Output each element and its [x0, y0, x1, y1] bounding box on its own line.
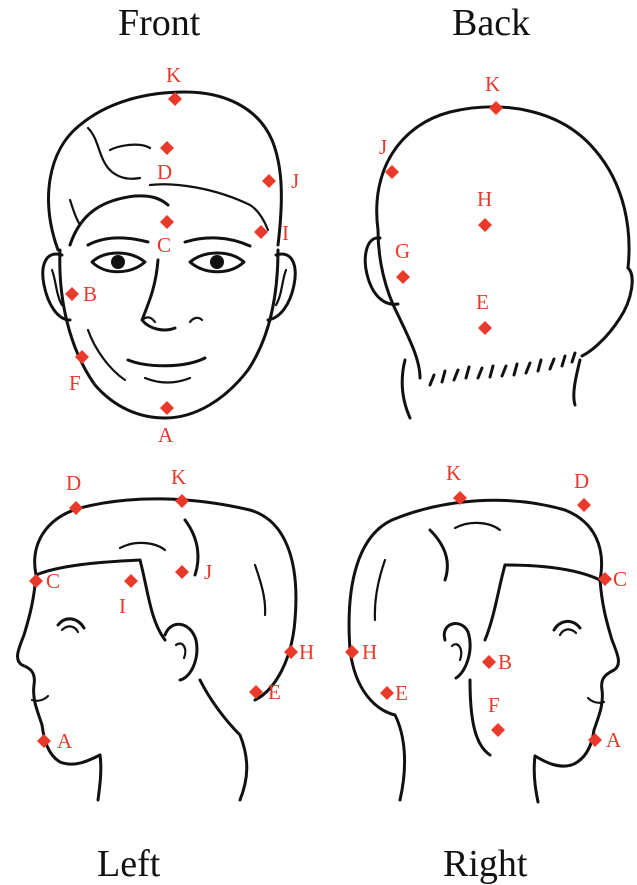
front-landmark-K-label: K: [166, 63, 181, 87]
left-landmark-C-label: C: [46, 569, 60, 593]
landmark-markers: KDJCIBFAKJHGEDKCIJHEAKDCHBEFA: [29, 63, 627, 753]
back-landmark-H-label: H: [477, 187, 492, 211]
back-landmark-G-marker: [396, 270, 410, 284]
back-landmark-K-marker: [489, 101, 503, 115]
back-landmark-E-marker: [478, 321, 492, 335]
left-landmark-K-label: K: [171, 465, 186, 489]
left-landmark-H-label: H: [299, 640, 314, 664]
left-landmark-D-marker: [69, 501, 83, 515]
left-landmark-K-marker: [175, 494, 189, 508]
front-landmark-D-marker: [160, 141, 174, 155]
left-landmark-I-marker: [124, 574, 138, 588]
right-landmark-D-marker: [577, 498, 591, 512]
front-landmark-D-label: D: [157, 160, 172, 184]
right-landmark-E-marker: [380, 686, 394, 700]
right-landmark-F-marker: [491, 723, 505, 737]
front-landmark-C-label: C: [157, 233, 171, 257]
left-landmark-C-marker: [29, 574, 43, 588]
front-landmark-A-label: A: [158, 423, 174, 447]
right-landmark-A-label: A: [606, 728, 622, 752]
back-landmark-H-marker: [478, 218, 492, 232]
front-landmark-A-marker: [160, 401, 174, 415]
back-landmark-K-label: K: [485, 72, 500, 96]
right-landmark-H-label: H: [362, 640, 377, 664]
right-landmark-E-label: E: [395, 681, 408, 705]
right-landmark-D-label: D: [574, 469, 589, 493]
right-landmark-F-label: F: [488, 693, 500, 717]
back-landmark-G-label: G: [395, 239, 410, 263]
left-landmark-J-marker: [175, 565, 189, 579]
back-landmark-E-label: E: [476, 290, 489, 314]
left-landmark-D-label: D: [66, 471, 81, 495]
front-landmark-B-marker: [65, 287, 79, 301]
right-landmark-H-marker: [345, 645, 359, 659]
left-landmark-A-marker: [37, 734, 51, 748]
right-landmark-B-marker: [482, 655, 496, 669]
left-head-drawing: [18, 499, 296, 800]
front-landmark-J-label: J: [291, 169, 299, 193]
left-landmark-A-label: A: [57, 729, 73, 753]
right-head-drawing: [349, 500, 618, 802]
front-landmark-C-marker: [160, 215, 174, 229]
left-landmark-I-label: I: [119, 594, 126, 618]
right-landmark-K-label: K: [446, 461, 461, 485]
front-landmark-K-marker: [168, 92, 182, 106]
back-landmark-J-marker: [385, 165, 399, 179]
front-landmark-F-label: F: [69, 371, 81, 395]
front-landmark-I-label: I: [282, 221, 289, 245]
left-landmark-E-label: E: [268, 680, 281, 704]
left-landmark-J-label: J: [204, 560, 212, 584]
back-landmark-J-label: J: [379, 135, 387, 159]
right-landmark-B-label: B: [498, 650, 512, 674]
front-landmark-B-label: B: [83, 282, 97, 306]
right-landmark-C-label: C: [613, 567, 627, 591]
front-landmark-J-marker: [262, 174, 276, 188]
